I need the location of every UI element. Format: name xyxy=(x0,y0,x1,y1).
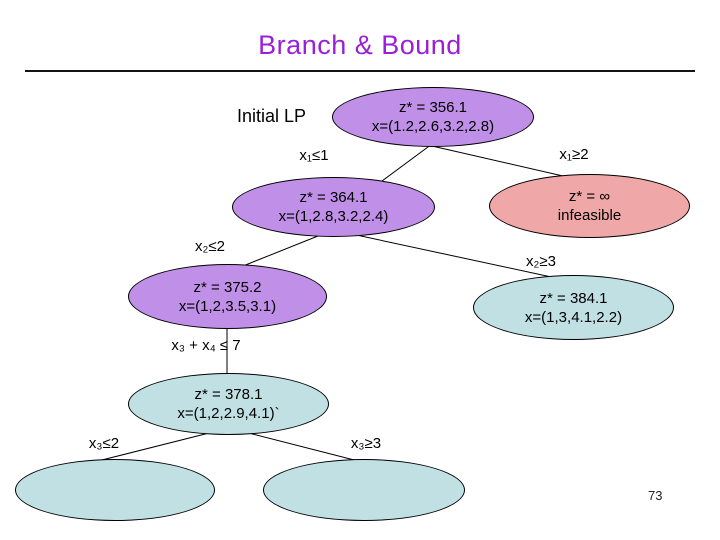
node-initial-lp: z* = 356.1 x=(1.2,2.6,3.2,2.8) xyxy=(332,87,534,147)
edge-label-x3-le-2: x₃≤2 xyxy=(88,435,120,452)
edge-label-x1-ge-2: x₁≥2 xyxy=(559,146,589,163)
edge-label-x1-le-1: x₁≤1 xyxy=(299,147,329,164)
node-x-vector: x=(1,3,4.1,2.2) xyxy=(524,308,623,326)
node-364: z* = 364.1 x=(1,2.8,3.2,2.4) xyxy=(232,177,435,237)
node-z-value: z* = 378.1 xyxy=(194,386,263,403)
node-z-value: z* = ∞ xyxy=(568,188,611,205)
node-x-vector: x=(1,2,3.5,3.1) xyxy=(178,297,277,315)
slide-title: Branch & Bound xyxy=(258,30,462,60)
node-x-vector: x=(1,2,2.9,4.1)` xyxy=(177,405,280,422)
node-z-value: z* = 364.1 xyxy=(299,189,368,206)
edge-364-to-384 xyxy=(332,229,557,279)
node-leaf-left xyxy=(15,459,215,521)
edge-root-to-infeasible xyxy=(431,145,577,180)
node-z-value: z* = 356.1 xyxy=(399,99,467,116)
node-infeasible: z* = ∞ infeasible xyxy=(489,174,690,238)
edge-label-x3-ge-3: x₃≥3 xyxy=(350,435,382,452)
page-number: 73 xyxy=(648,488,663,503)
edge-label-x2-ge-3: x₂≥3 xyxy=(526,253,556,270)
node-z-value: z* = 375.2 xyxy=(193,278,262,296)
edge-label-x3-plus-x4-le-7: x₃ + x₄ ≤ 7 xyxy=(171,337,241,354)
node-leaf-right xyxy=(263,459,465,521)
node-z-value: z* = 384.1 xyxy=(539,289,608,307)
node-x-vector: x=(1,2.8,3.2,2.4) xyxy=(278,208,389,225)
node-375: z* = 375.2 x=(1,2,3.5,3.1) xyxy=(128,264,327,329)
edge-root-to-364 xyxy=(377,143,433,185)
initial-lp-label: Initial LP xyxy=(237,106,307,126)
node-x-vector: x=(1.2,2.6,3.2,2.8) xyxy=(371,118,495,135)
node-status: infeasible xyxy=(557,207,622,224)
node-378: z* = 378.1 x=(1,2,2.9,4.1)` xyxy=(128,373,329,435)
node-384: z* = 384.1 x=(1,3,4.1,2.2) xyxy=(473,275,674,340)
edge-label-x2-le-2: x₂≤2 xyxy=(195,238,225,255)
title-underline xyxy=(25,70,695,72)
